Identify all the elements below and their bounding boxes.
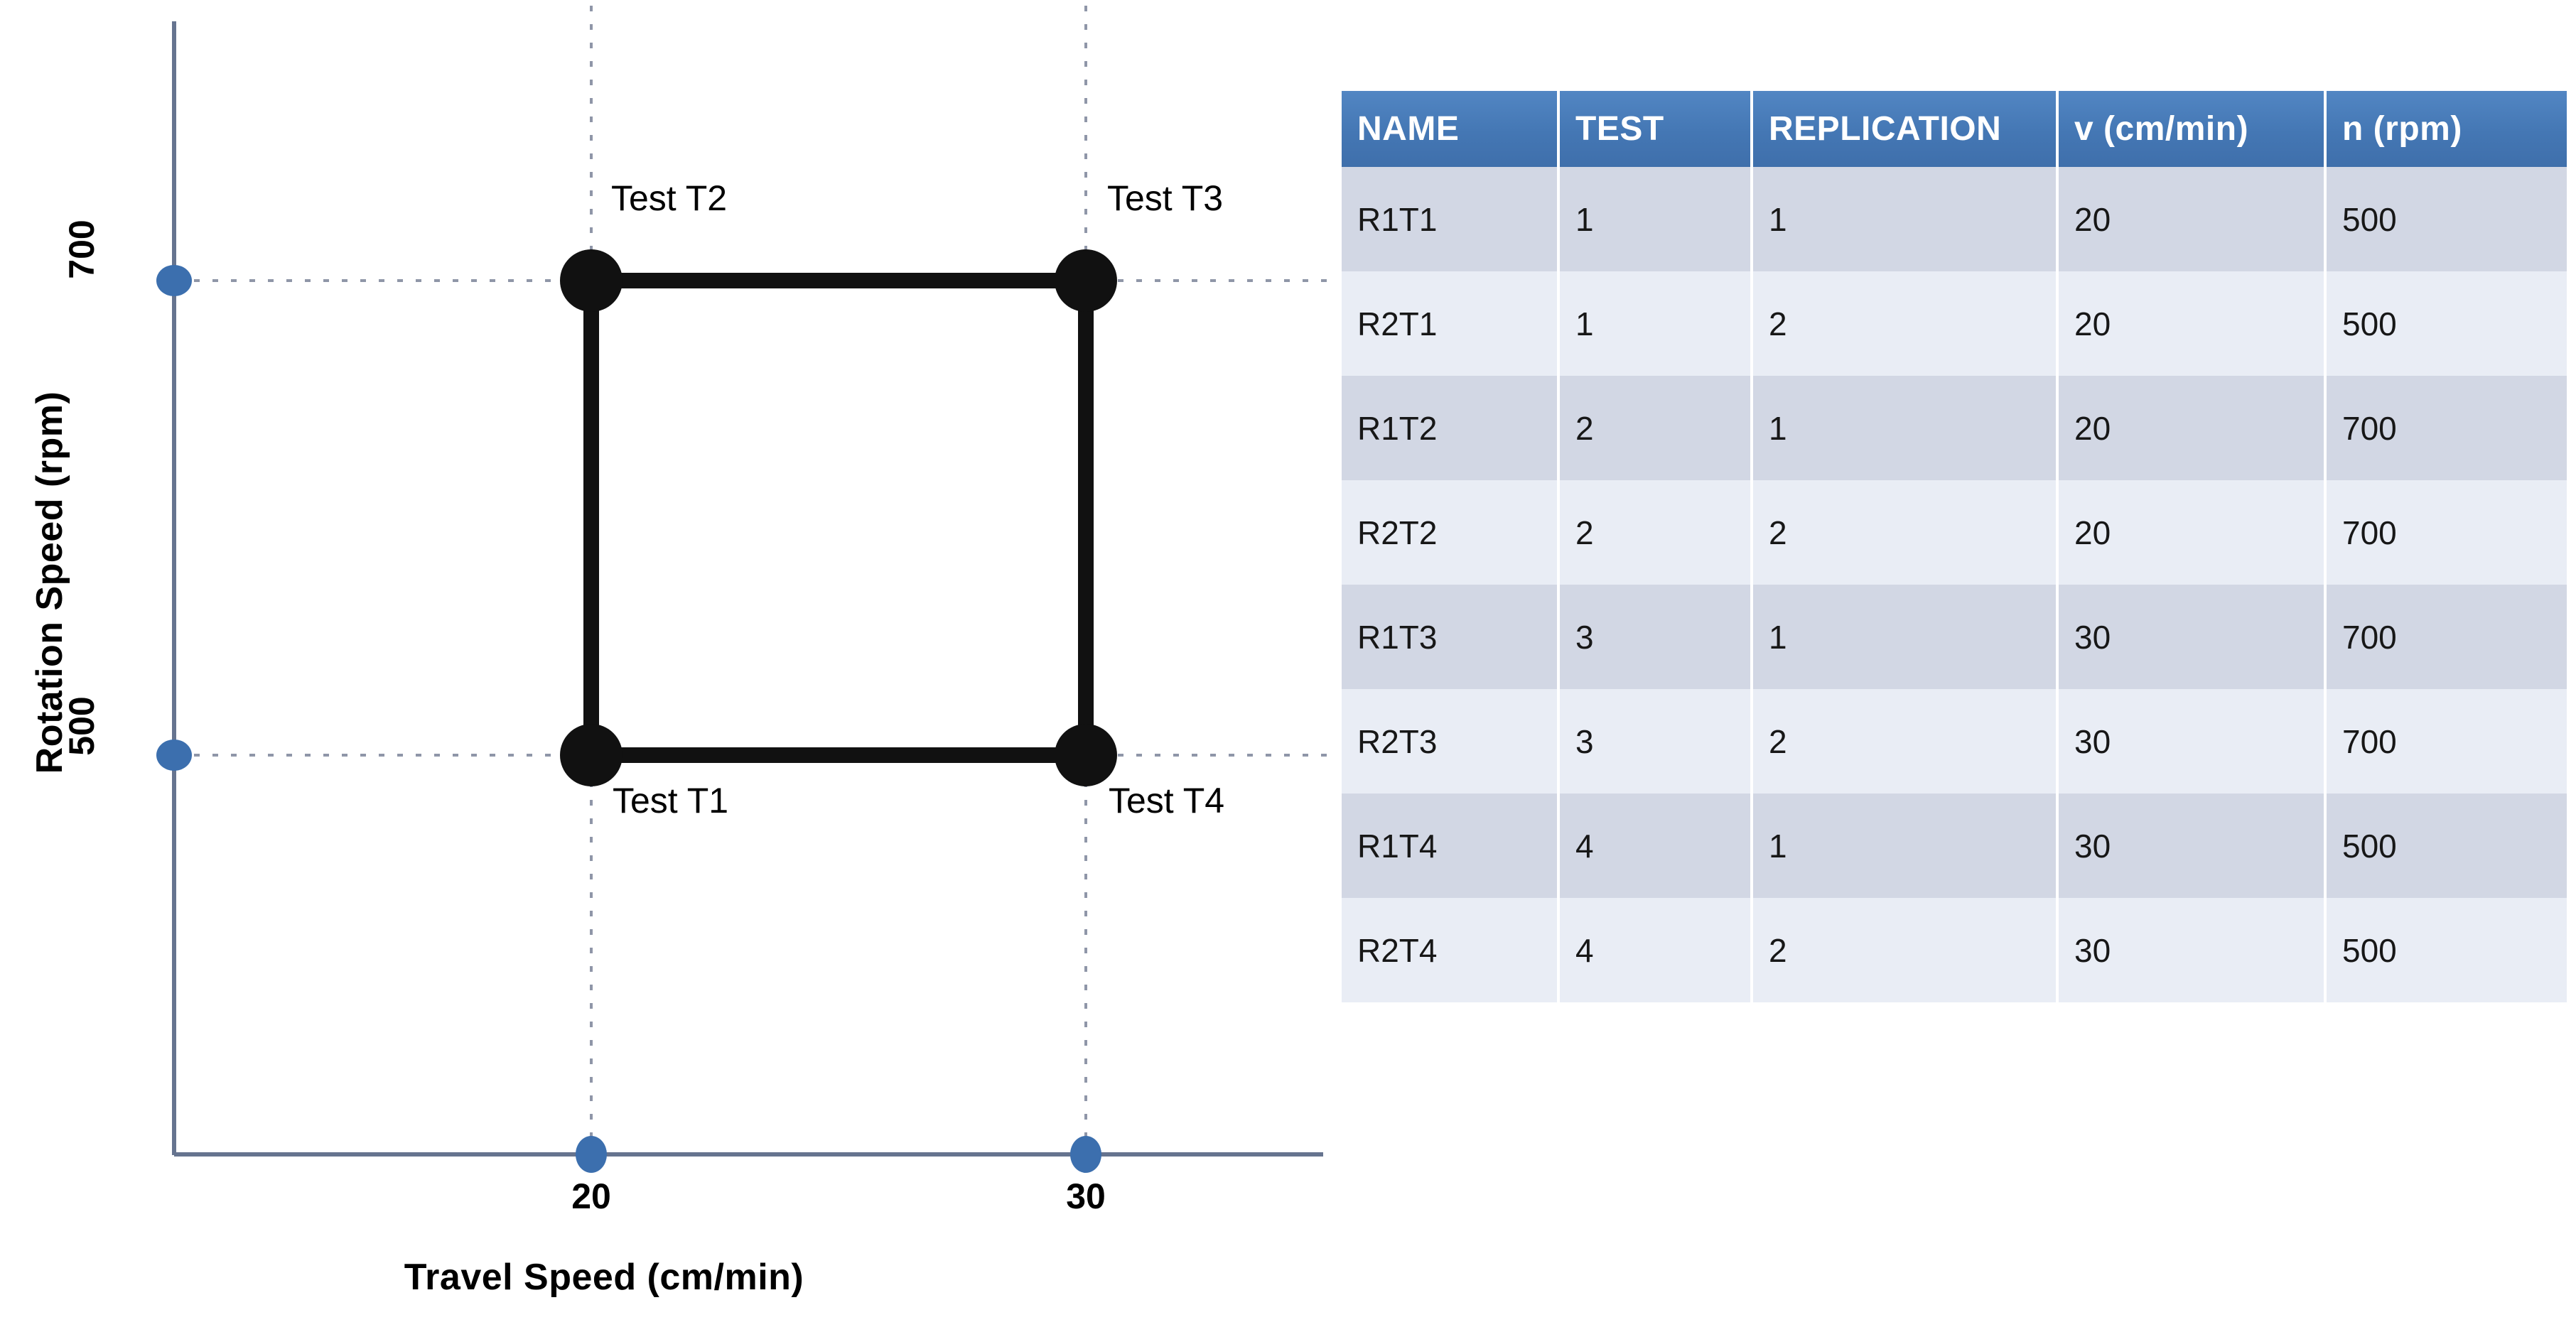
y-tick-label-700: 700 [62, 220, 102, 279]
cell-v: 20 [2057, 376, 2327, 480]
table-row: R1T3 3 1 30 700 [1342, 585, 2567, 689]
axis-marker-x-30 [1070, 1136, 1101, 1173]
cell-v: 30 [2057, 585, 2327, 689]
cell-v: 20 [2057, 167, 2327, 271]
design-of-experiments-chart: Rotation Speed (rpm) Travel Speed (cm/mi… [29, 6, 1336, 1298]
cell-v: 30 [2057, 898, 2327, 1002]
point-label-test-t1: Test T1 [613, 781, 729, 820]
cell-n: 700 [2325, 376, 2567, 480]
point-label-test-t3: Test T3 [1107, 178, 1224, 218]
cell-n: 500 [2325, 794, 2567, 898]
cell-replication: 2 [1752, 898, 2059, 1002]
cell-n: 700 [2325, 585, 2567, 689]
cell-n: 700 [2325, 689, 2567, 794]
data-point-test-t2 [560, 249, 623, 312]
data-point-test-t3 [1055, 249, 1117, 312]
cell-replication: 2 [1752, 689, 2059, 794]
cell-n: 700 [2325, 480, 2567, 585]
cell-test: 2 [1558, 376, 1753, 480]
design-space-square [583, 273, 1094, 763]
cell-n: 500 [2325, 167, 2567, 271]
cell-test: 4 [1558, 898, 1753, 1002]
axis-marker-y-700 [156, 265, 192, 296]
column-header-v: v (cm/min) [2057, 91, 2327, 167]
table-header-row: NAME TEST REPLICATION v (cm/min) n (rpm) [1342, 91, 2567, 167]
cell-name: R2T4 [1342, 898, 1560, 1002]
experiment-run-table: NAME TEST REPLICATION v (cm/min) n (rpm)… [1342, 91, 2567, 1002]
x-tick-label-20: 20 [571, 1176, 611, 1216]
cell-replication: 1 [1752, 585, 2059, 689]
point-label-test-t2: Test T2 [611, 178, 728, 218]
cell-name: R1T4 [1342, 794, 1560, 898]
cell-test: 3 [1558, 689, 1753, 794]
table-row: R1T1 1 1 20 500 [1342, 167, 2567, 271]
cell-v: 30 [2057, 794, 2327, 898]
table-row: R1T4 4 1 30 500 [1342, 794, 2567, 898]
cell-name: R1T2 [1342, 376, 1560, 480]
cell-name: R2T1 [1342, 271, 1560, 376]
cell-replication: 2 [1752, 480, 2059, 585]
column-header-replication: REPLICATION [1752, 91, 2059, 167]
experiment-run-table-container: NAME TEST REPLICATION v (cm/min) n (rpm)… [1342, 91, 2567, 1002]
column-header-n: n (rpm) [2325, 91, 2567, 167]
cell-name: R1T1 [1342, 167, 1560, 271]
y-tick-label-500: 500 [62, 696, 102, 756]
cell-test: 2 [1558, 480, 1753, 585]
cell-n: 500 [2325, 271, 2567, 376]
y-axis-title: Rotation Speed (rpm) [29, 391, 70, 774]
axis-marker-y-500 [156, 740, 192, 771]
cell-name: R2T3 [1342, 689, 1560, 794]
column-header-test: TEST [1558, 91, 1753, 167]
cell-v: 20 [2057, 480, 2327, 585]
x-tick-label-30: 30 [1066, 1176, 1106, 1216]
column-header-name: NAME [1342, 91, 1560, 167]
table-row: R2T2 2 2 20 700 [1342, 480, 2567, 585]
cell-test: 1 [1558, 167, 1753, 271]
cell-replication: 1 [1752, 794, 2059, 898]
cell-replication: 1 [1752, 376, 2059, 480]
data-point-test-t4 [1055, 724, 1117, 786]
cell-test: 4 [1558, 794, 1753, 898]
x-axis-title: Travel Speed (cm/min) [404, 1257, 804, 1298]
cell-replication: 2 [1752, 271, 2059, 376]
table-row: R2T4 4 2 30 500 [1342, 898, 2567, 1002]
point-label-test-t4: Test T4 [1109, 781, 1225, 820]
axis-marker-x-20 [576, 1136, 607, 1173]
chart-canvas [156, 6, 1336, 1173]
cell-test: 3 [1558, 585, 1753, 689]
cell-n: 500 [2325, 898, 2567, 1002]
table-row: R2T1 1 2 20 500 [1342, 271, 2567, 376]
data-point-test-t1 [560, 724, 623, 786]
cell-v: 20 [2057, 271, 2327, 376]
table-row: R1T2 2 1 20 700 [1342, 376, 2567, 480]
cell-name: R2T2 [1342, 480, 1560, 585]
table-row: R2T3 3 2 30 700 [1342, 689, 2567, 794]
cell-replication: 1 [1752, 167, 2059, 271]
cell-v: 30 [2057, 689, 2327, 794]
cell-test: 1 [1558, 271, 1753, 376]
cell-name: R1T3 [1342, 585, 1560, 689]
